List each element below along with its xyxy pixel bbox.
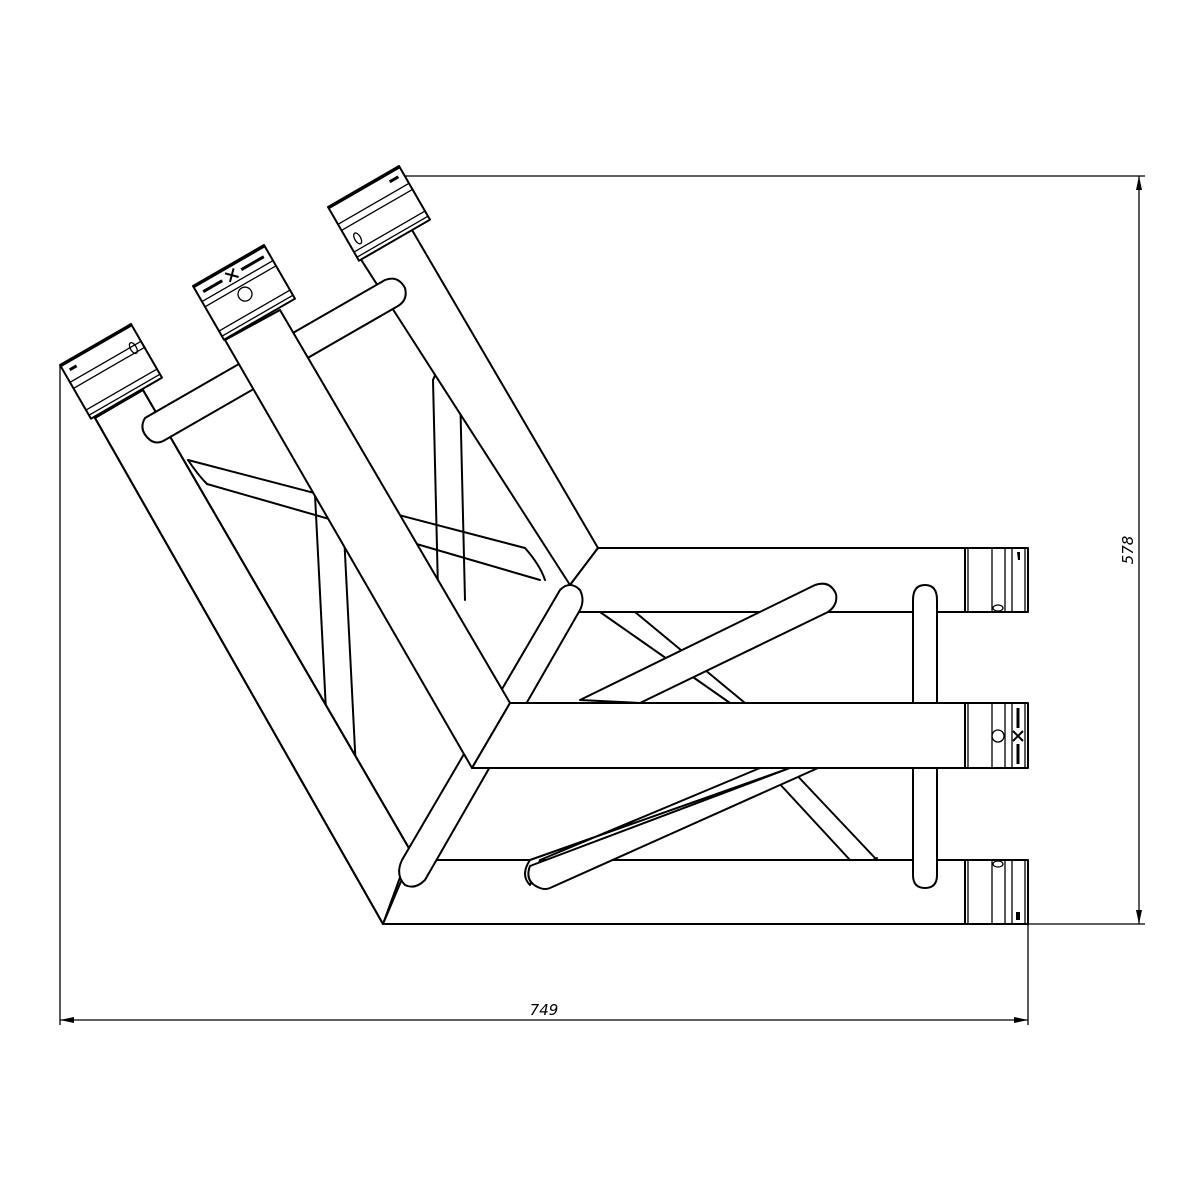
horizontal-chord-bottom [382,859,966,925]
horizontal-chord-middle [471,702,966,769]
width-dimension-label: 749 [530,1001,559,1019]
connector-end-bottom-right [964,859,1029,925]
connector-end-top-right [964,547,1029,613]
height-dimension-label: 578 [1119,536,1137,565]
horizontal-chord-top [569,547,966,613]
connector-end-left-outer [59,323,164,420]
dimension-lines [59,175,1145,1025]
connector-end-left-top [327,165,432,262]
connector-end-middle-right [964,702,1029,769]
connector-end-left-middle [192,244,297,341]
